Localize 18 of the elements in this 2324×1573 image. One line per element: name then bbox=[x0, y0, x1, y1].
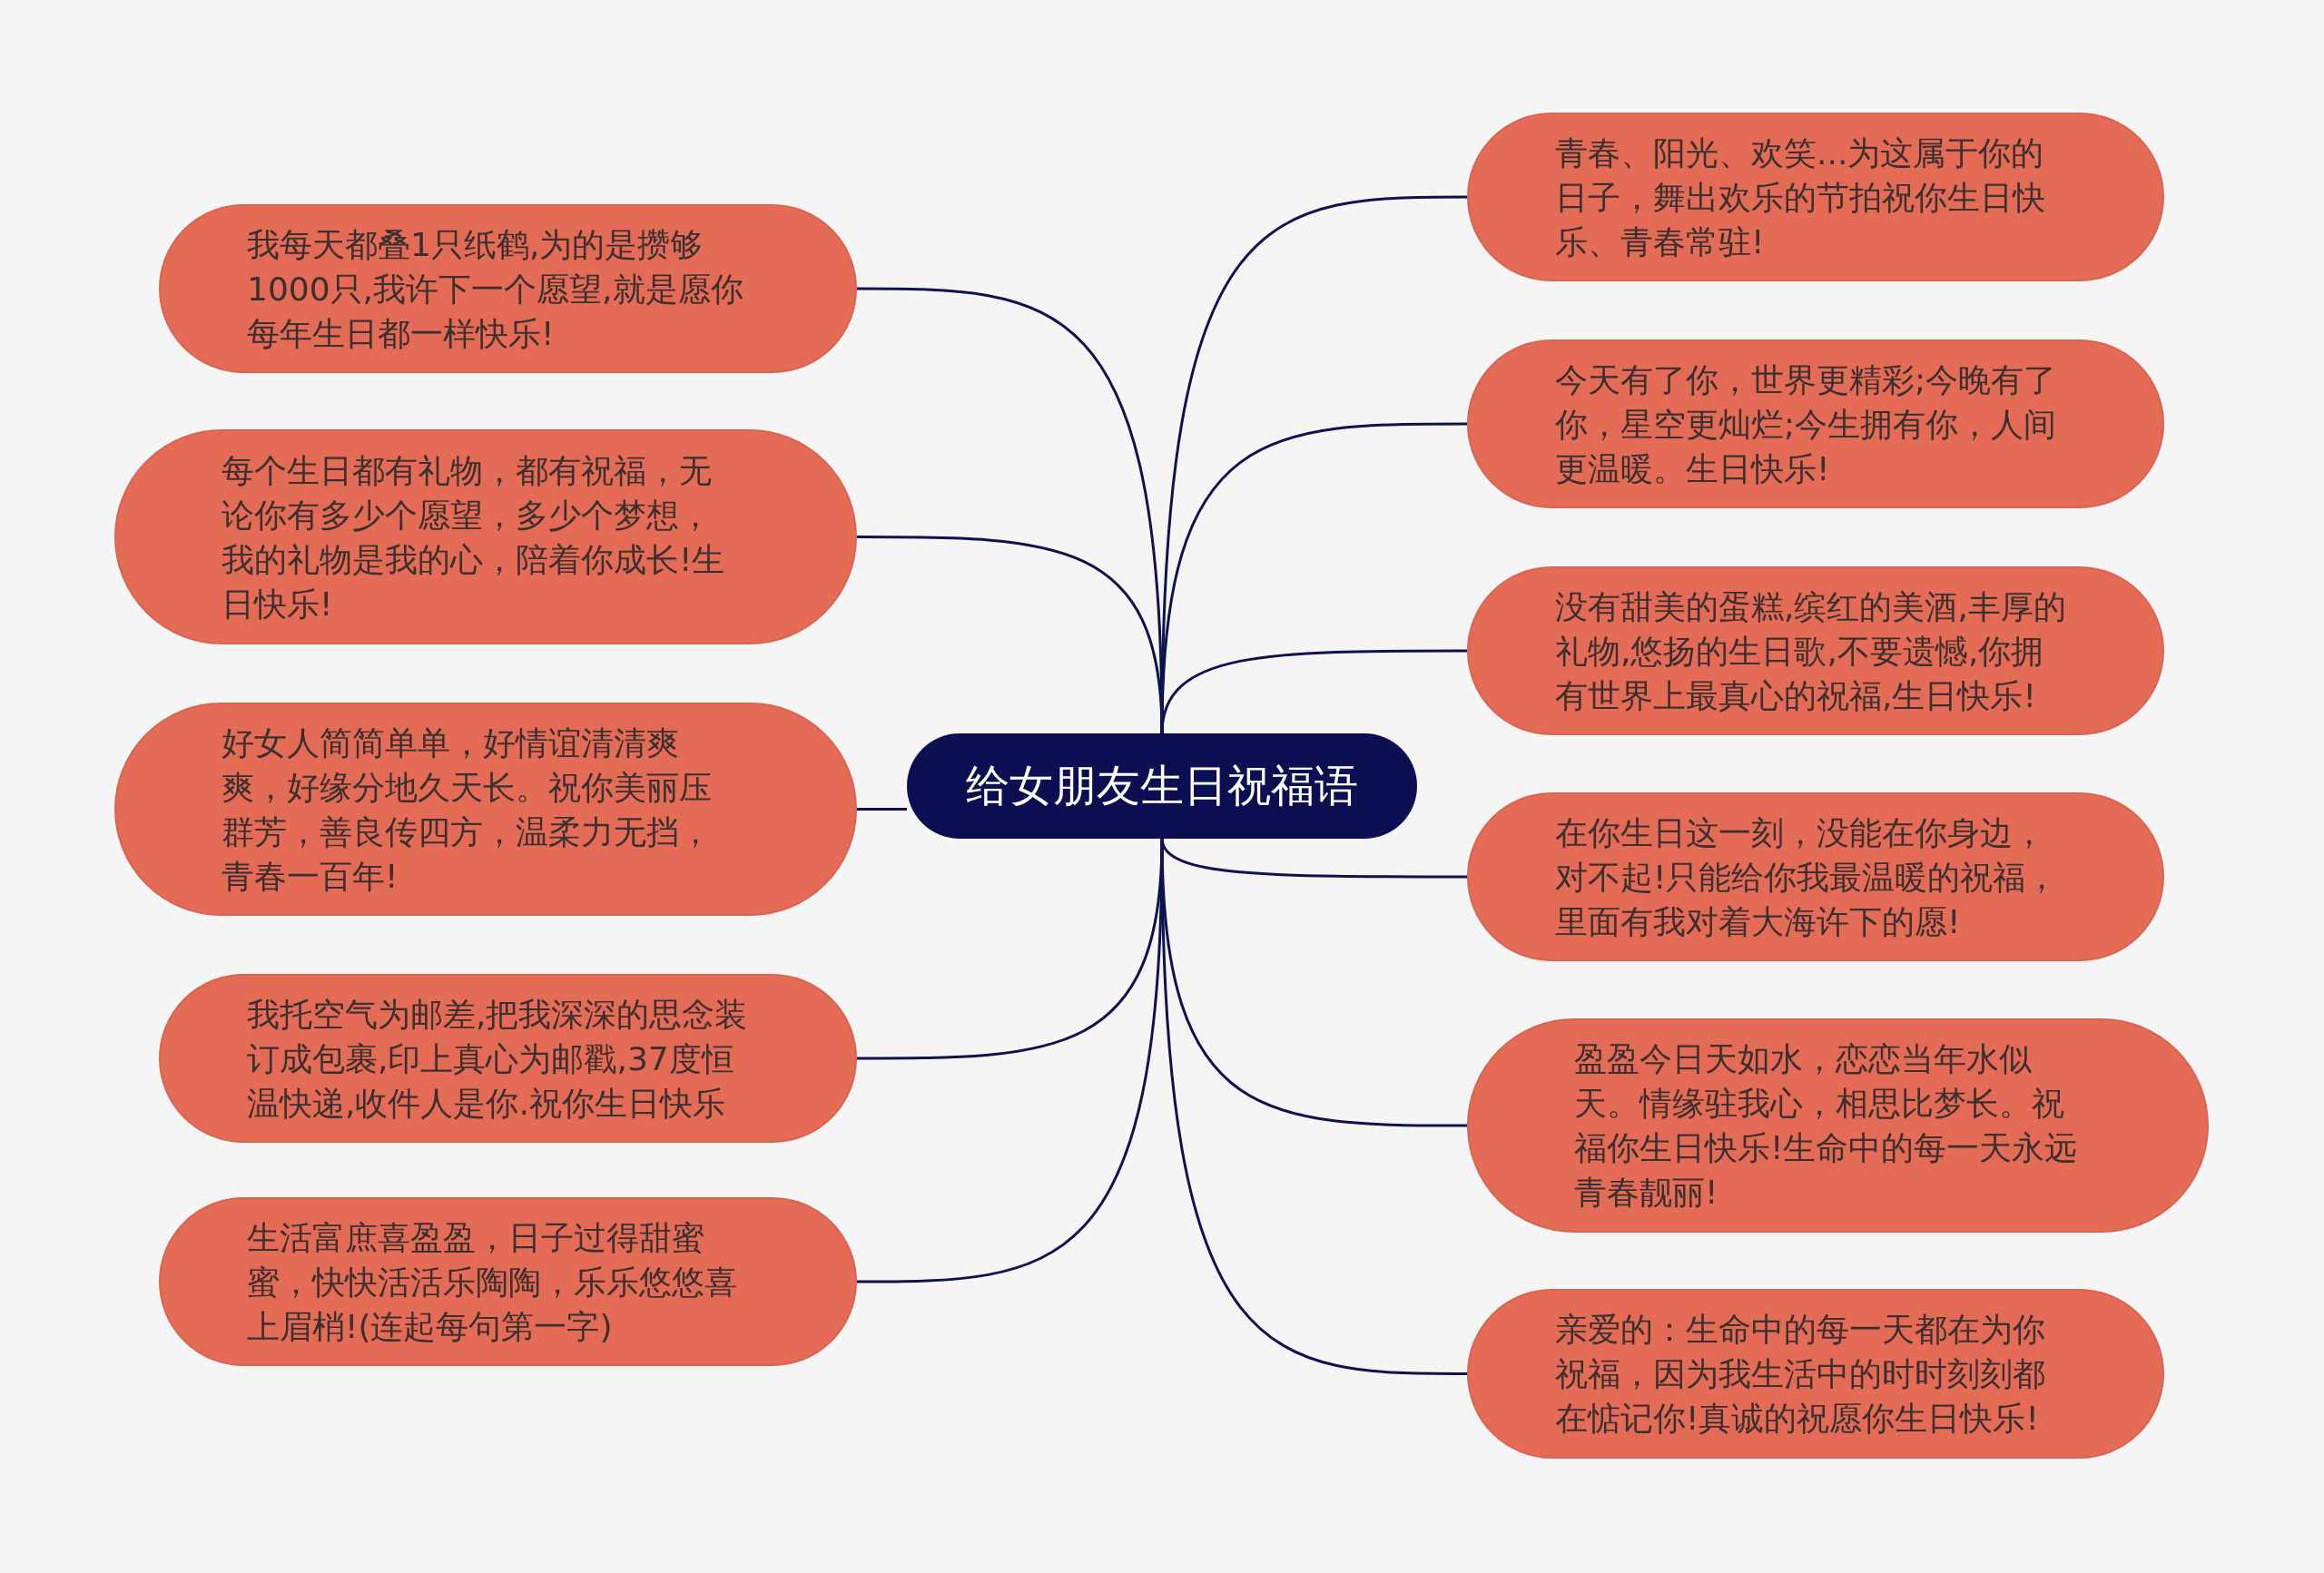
connector-line bbox=[857, 808, 907, 811]
central-topic-box: 给女朋友生日祝福语 bbox=[907, 733, 1417, 839]
message-bubble: 我托空气为邮差,把我深深的思念装订成包裹,印上真心为邮戳,37度恒温快递,收件人是你.祝你生日快乐 bbox=[159, 974, 857, 1143]
connector-line bbox=[1160, 649, 1467, 734]
connector-line bbox=[1160, 422, 1467, 734]
connector-line bbox=[1160, 838, 1467, 1375]
message-bubble: 我每天都叠1只纸鹤,为的是攒够1000只,我许下一个愿望,就是愿你每年生日都一样快乐! bbox=[159, 204, 857, 373]
message-bubble: 在你生日这一刻，没能在你身边，对不起!只能给你我最温暖的祝福，里面有我对着大海许下的愿! bbox=[1467, 792, 2164, 961]
message-bubble: 生活富庶喜盈盈，日子过得甜蜜蜜，快快活活乐陶陶，乐乐悠悠喜上眉梢!(连起每句第一字) bbox=[159, 1197, 857, 1366]
connector-line bbox=[1160, 195, 1467, 734]
message-bubble: 盈盈今日天如水，恋恋当年水似天。情缘驻我心，相思比梦长。祝福你生日快乐!生命中的每一天永远青春靓丽! bbox=[1467, 1018, 2209, 1233]
message-bubble: 每个生日都有礼物，都有祝福，无论你有多少个愿望，多少个梦想，我的礼物是我的心，陪着你成长!生日快乐! bbox=[114, 429, 857, 644]
connector-line bbox=[857, 838, 1164, 1283]
message-bubble: 青春、阳光、欢笑...为这属于你的日子，舞出欢乐的节拍祝你生日快乐、青春常驻! bbox=[1467, 113, 2164, 281]
message-bubble: 今天有了你，世界更精彩;今晚有了你，星空更灿烂;今生拥有你，人间更温暖。生日快乐! bbox=[1467, 339, 2164, 508]
message-bubble: 好女人简简单单，好情谊清清爽爽，好缘分地久天长。祝你美丽压群芳，善良传四方，温柔力无挡，青春一百年! bbox=[114, 703, 857, 916]
message-bubble: 没有甜美的蛋糕,缤红的美酒,丰厚的礼物,悠扬的生日歌,不要遗憾,你拥有世界上最真心的祝福,生日快乐! bbox=[1467, 566, 2164, 735]
message-bubble: 亲爱的：生命中的每一天都在为你祝福，因为我生活中的时时刻刻都在惦记你!真诚的祝愿你生日快乐! bbox=[1467, 1289, 2164, 1459]
